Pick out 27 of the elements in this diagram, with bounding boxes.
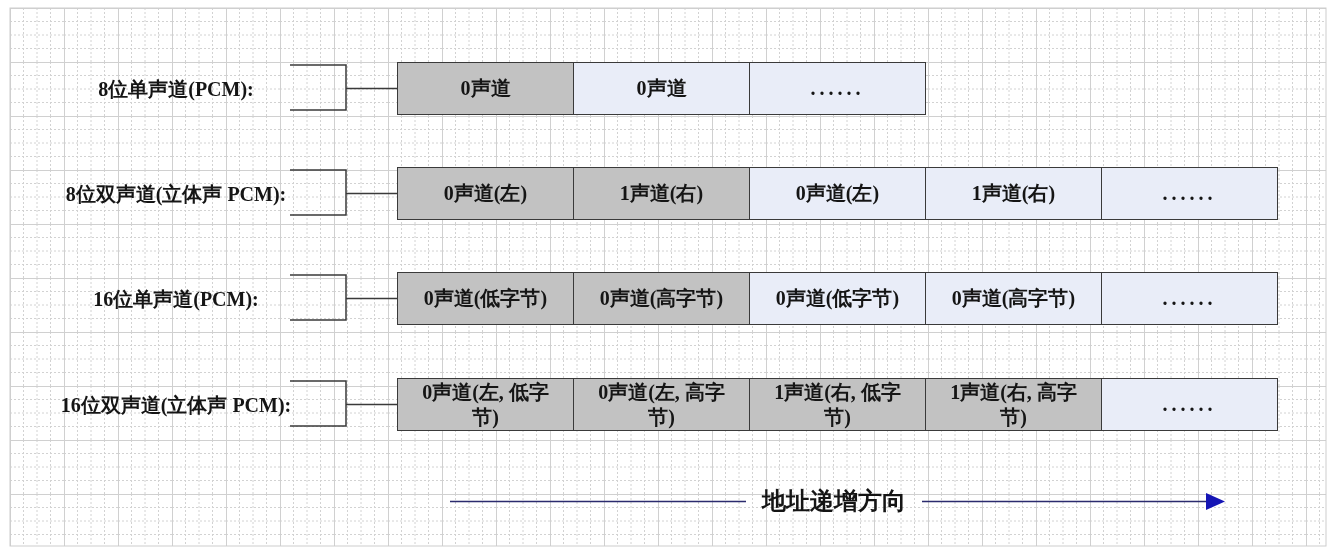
bracket-connector [289,64,398,111]
data-cell: 1声道(右) [925,167,1102,220]
data-cell: 0声道 [397,62,574,115]
bracket-connector [289,169,398,216]
row-label: 16位双声道(立体声 PCM): [60,392,292,417]
data-cell: ...... [1101,167,1278,220]
bracket-connector [289,380,398,427]
data-cell: ...... [1101,378,1278,431]
data-cell: 0声道 [573,62,750,115]
data-cell: 0声道(高字节) [573,272,750,325]
data-cell: 0声道(左) [397,167,574,220]
data-cell: 1声道(右, 高字节) [925,378,1102,431]
data-cell: 0声道(低字节) [397,272,574,325]
row-label: 8位双声道(立体声 PCM): [65,181,287,206]
data-cell: 0声道(低字节) [749,272,926,325]
data-cell: ...... [1101,272,1278,325]
data-cell: 0声道(左, 高字节) [573,378,750,431]
bracket-connector [289,274,398,321]
direction-label: 地址递增方向 [762,487,906,515]
data-cell: 1声道(右, 低字节) [749,378,926,431]
row-label: 8位单声道(PCM): [98,76,254,101]
row-label: 16位单声道(PCM): [93,286,259,311]
data-cell: 0声道(左, 低字节) [397,378,574,431]
data-cell: 1声道(右) [573,167,750,220]
data-cell: 0声道(高字节) [925,272,1102,325]
data-cell: ...... [749,62,926,115]
data-cell: 0声道(左) [749,167,926,220]
